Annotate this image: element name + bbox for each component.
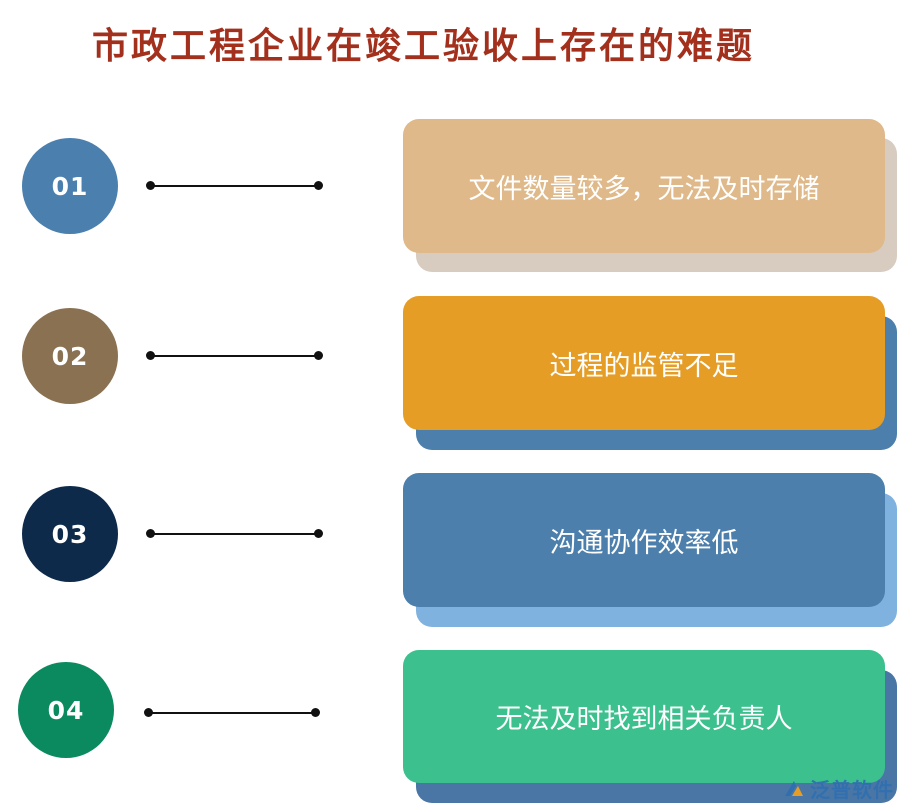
connector-line	[150, 355, 320, 357]
number-badge-4: 04	[18, 662, 114, 758]
connector-line	[148, 712, 316, 714]
difficulty-card-2: 过程的监管不足	[403, 296, 885, 430]
difficulty-card-4: 无法及时找到相关负责人	[403, 650, 885, 783]
number-badge-2: 02	[22, 308, 118, 404]
connector-end-dot	[314, 351, 323, 360]
connector-end-dot	[314, 529, 323, 538]
connector-line	[150, 533, 320, 535]
difficulty-card-3: 沟通协作效率低	[403, 473, 885, 607]
brand-name: 泛普软件	[810, 778, 894, 802]
number-badge-1: 01	[22, 138, 118, 234]
connector-end-dot	[314, 181, 323, 190]
page-title: 市政工程企业在竣工验收上存在的难题	[92, 26, 756, 67]
brand-watermark: 泛普软件	[782, 774, 894, 803]
difficulty-card-1: 文件数量较多，无法及时存储	[403, 119, 885, 253]
connector-end-dot	[311, 708, 320, 717]
connector-line	[150, 185, 320, 187]
number-badge-3: 03	[22, 486, 118, 582]
fanpu-logo-icon	[785, 780, 803, 796]
